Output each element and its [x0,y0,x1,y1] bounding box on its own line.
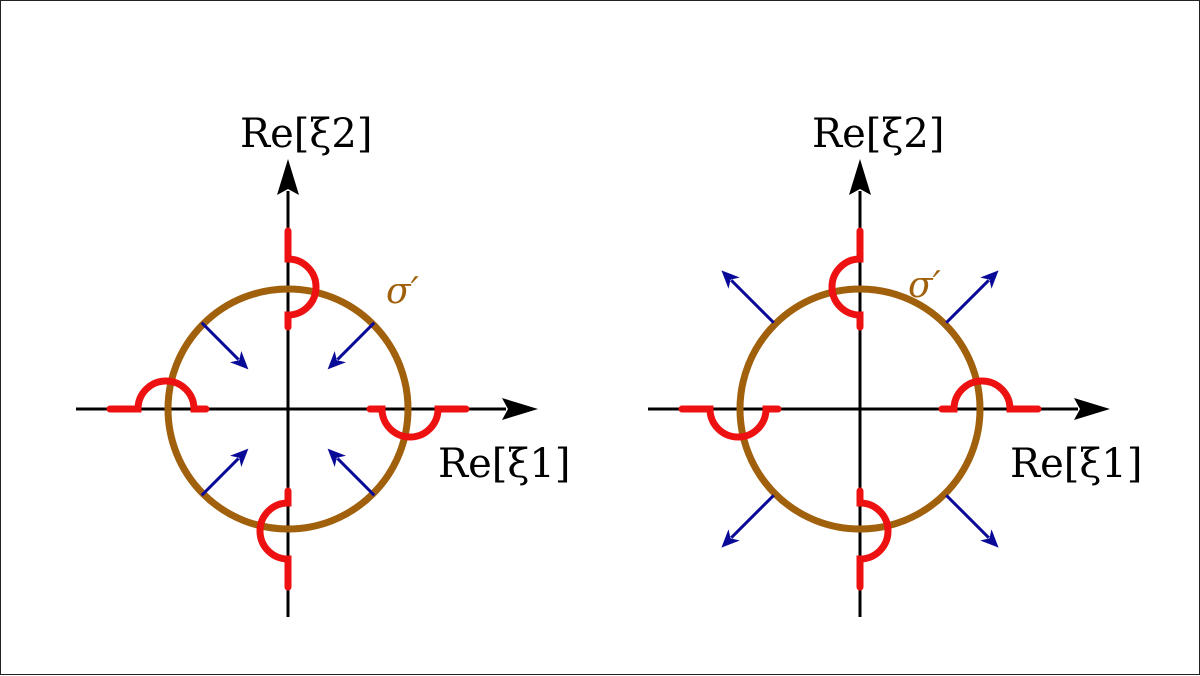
left-flow-arrow-nw [200,321,240,361]
right-flow-arrow-ne [945,279,990,324]
right-flow-arrowhead-se [980,529,999,548]
left-axes [76,159,538,617]
left-flow-arrow-ne [336,321,376,361]
right-flow-arrow-nw [730,279,775,324]
right-flow-arrow-sw [730,494,775,539]
left-flow-arrowhead-se [327,448,346,467]
right-x-axis-arrowhead [1074,398,1110,420]
right-flow-arrowhead-sw [721,529,740,548]
left-branch-cuts [106,227,470,591]
right-flow-arrow-se [945,494,990,539]
right-flow-arrowhead-nw [721,270,740,289]
right-branch-cuts [678,227,1042,591]
right-flow-arrows [721,270,999,548]
left-cut-left [106,377,210,413]
left-flow-arrowhead-sw [230,448,249,467]
left-cut-right [366,405,470,441]
left-panel: Re[ξ2] Re[ξ1] σ′ [76,111,570,617]
left-x-axis-arrowhead [502,398,538,420]
right-cut-bottom [856,487,892,591]
right-y-axis-arrowhead [849,159,871,195]
left-flow-arrowhead-nw [230,351,249,370]
left-flow-arrow-se [336,457,376,497]
right-contour-label: σ′ [908,265,941,306]
right-cut-right [938,377,1042,413]
right-cut-top [828,227,864,331]
right-flow-arrowhead-ne [980,270,999,289]
left-cut-bottom [256,487,292,591]
left-y-axis-arrowhead [277,159,299,195]
right-x-axis-label: Re[ξ1] [1010,441,1142,487]
left-flow-arrows [200,321,376,497]
right-panel: Re[ξ2] Re[ξ1] σ′ [648,111,1142,617]
left-contour-circle [164,285,412,533]
left-flow-arrow-sw [200,457,240,497]
left-x-axis-label: Re[ξ1] [438,441,570,487]
right-y-axis-label: Re[ξ2] [812,111,944,157]
left-contour-label: σ′ [386,271,419,312]
left-cut-top [284,227,320,331]
right-contour-circle [736,285,984,533]
right-cut-left [678,405,782,441]
left-y-axis-label: Re[ξ2] [240,111,372,157]
left-flow-arrowhead-ne [327,351,346,370]
